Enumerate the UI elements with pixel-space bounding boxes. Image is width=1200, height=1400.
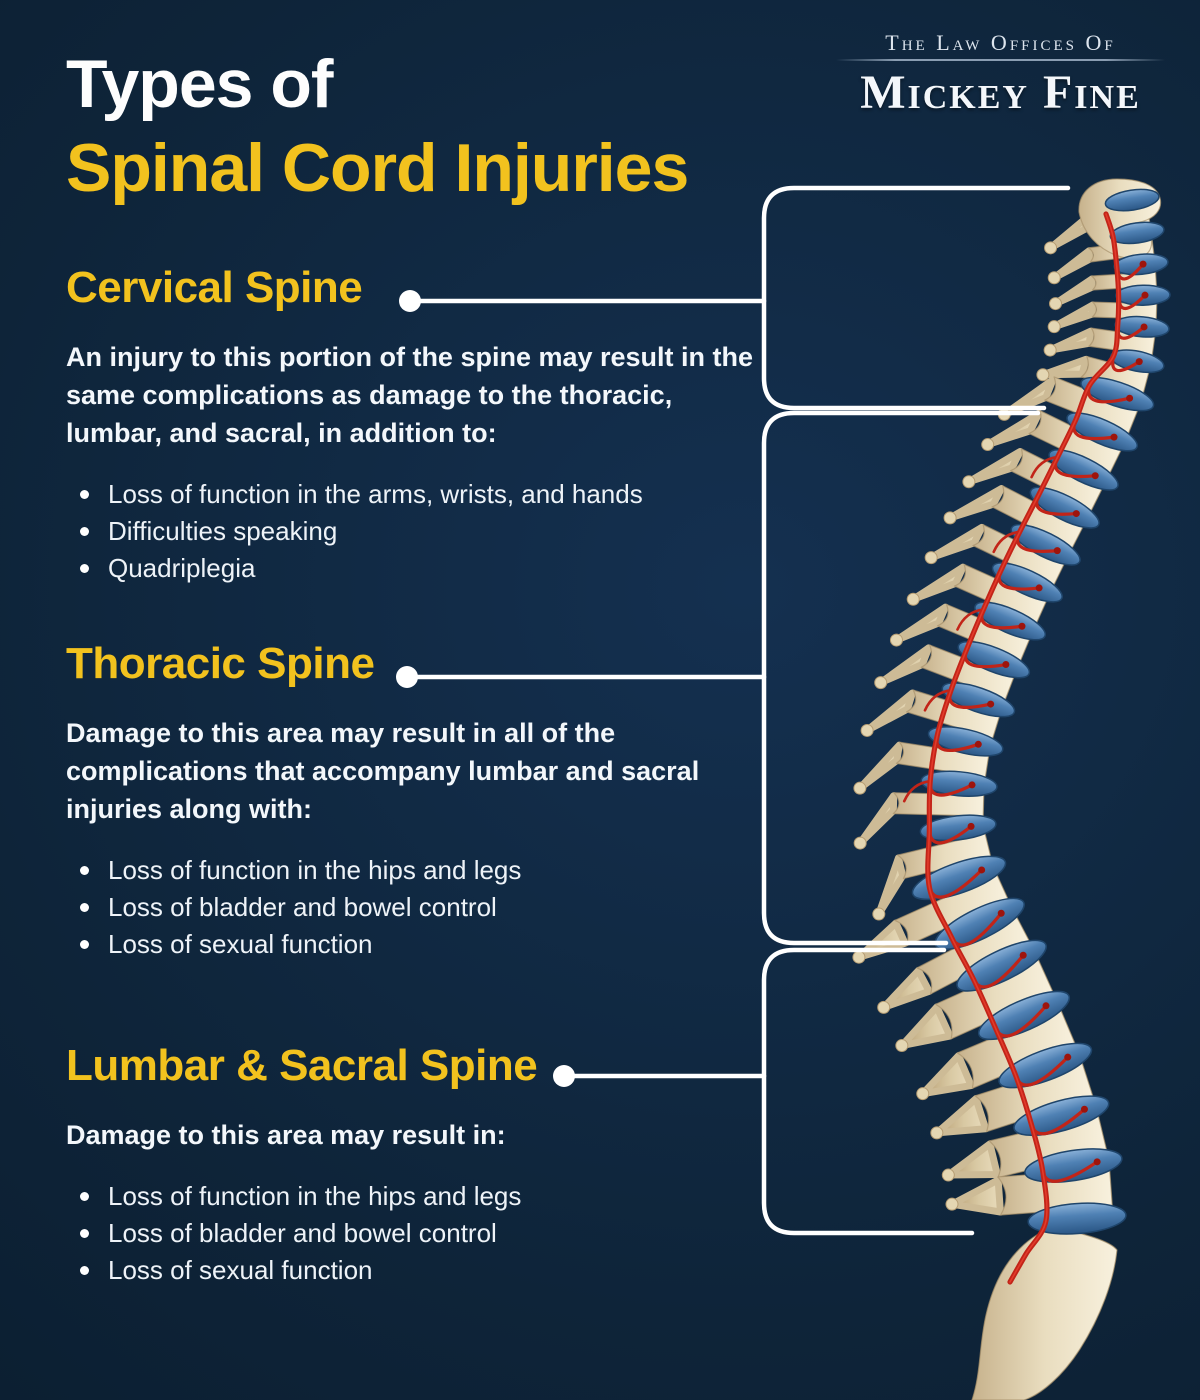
lumbar-intro: Damage to this area may result in:: [66, 1120, 506, 1150]
lumbar-connector-dot: [553, 1065, 575, 1087]
cervical-connector-dot: [399, 290, 421, 312]
list-item: Difficulties speaking: [70, 513, 772, 550]
firm-logo: The Law Offices Of Mickey Fine: [828, 30, 1173, 120]
list-item: Loss of sexual function: [70, 926, 772, 963]
list-item: Loss of function in the hips and legs: [70, 852, 772, 889]
list-item: Loss of bladder and bowel control: [70, 889, 772, 926]
cervical-intro: An injury to this portion of the spine m…: [66, 342, 754, 448]
spine-illustration: [852, 178, 1171, 1400]
lumbar-bracket: [761, 947, 975, 1236]
list-item: Quadriplegia: [70, 550, 772, 587]
logo-divider: [836, 59, 1165, 61]
thoracic-heading: Thoracic Spine: [66, 639, 375, 688]
logo-name: Mickey Fine: [860, 66, 1141, 119]
connector-brackets: [396, 185, 1071, 1236]
lumbar-heading: Lumbar & Sacral Spine: [66, 1041, 538, 1090]
title-line-1: Types of: [66, 46, 334, 122]
list-item: Loss of function in the arms, wrists, an…: [70, 476, 772, 513]
logo-tagline: The Law Offices Of: [885, 30, 1116, 55]
title-line-2: Spinal Cord Injuries: [66, 130, 689, 206]
list-item: Loss of function in the hips and legs: [70, 1178, 772, 1215]
list-item: Loss of sexual function: [70, 1252, 772, 1289]
thoracic-connector-dot: [396, 666, 418, 688]
section-thoracic-spine: Thoracic Spine Damage to this area may r…: [66, 638, 772, 963]
cervical-bracket: [761, 185, 1071, 411]
thoracic-bullet-list: Loss of function in the hips and legs Lo…: [70, 852, 772, 963]
cervical-bullet-list: Loss of function in the arms, wrists, an…: [70, 476, 772, 587]
page-title: Types of Spinal Cord Injuries: [66, 42, 689, 210]
section-cervical-spine: Cervical Spine An injury to this portion…: [66, 262, 772, 587]
section-lumbar-sacral-spine: Lumbar & Sacral Spine Damage to this are…: [66, 1040, 772, 1289]
thoracic-intro: Damage to this area may result in all of…: [66, 718, 700, 824]
cervical-heading: Cervical Spine: [66, 263, 363, 312]
list-item: Loss of bladder and bowel control: [70, 1215, 772, 1252]
lumbar-bullet-list: Loss of function in the hips and legs Lo…: [70, 1178, 772, 1289]
